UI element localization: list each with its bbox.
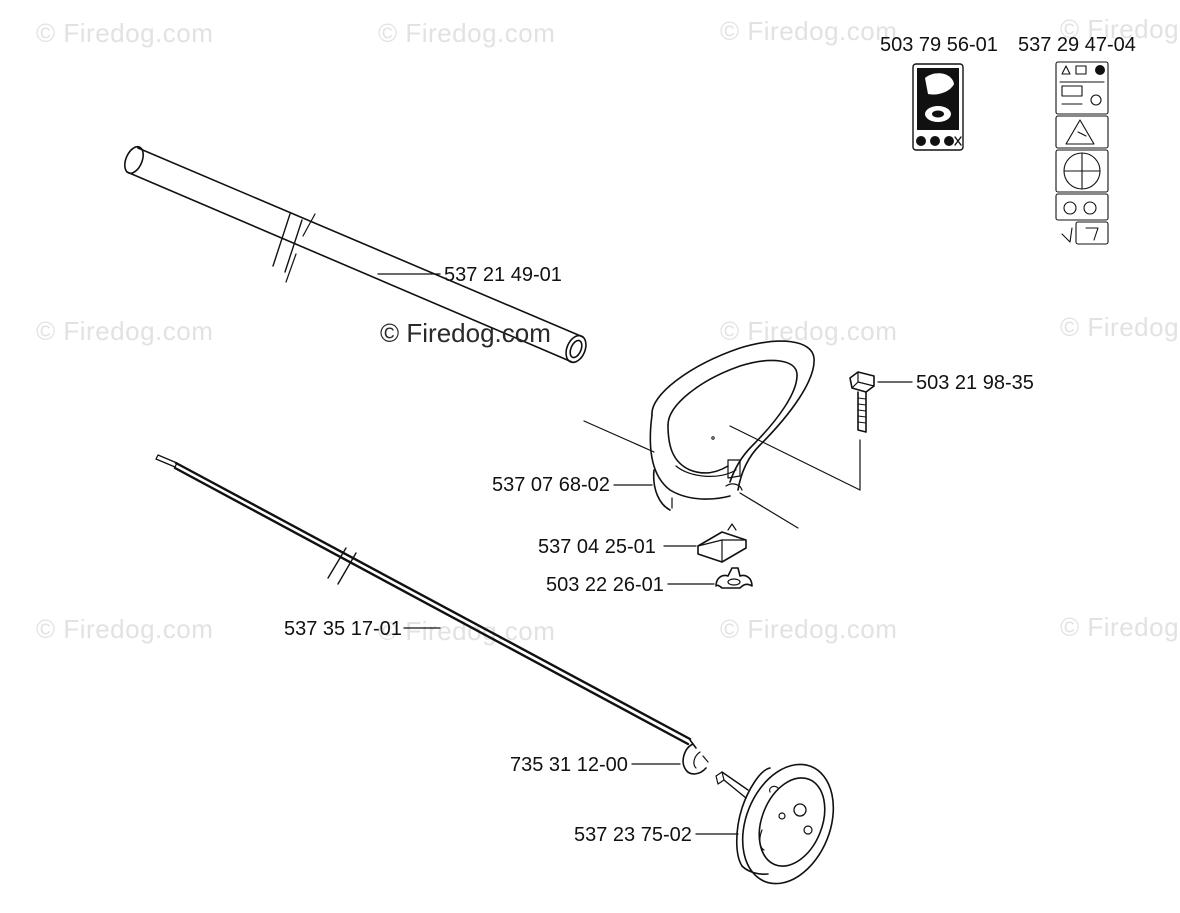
watermark: © Firedog.com (378, 18, 556, 48)
clutch-drum (715, 763, 835, 885)
decal-b-part-number[interactable]: 537 29 47-04 (1018, 34, 1136, 56)
part-number-drive-shaft[interactable]: 537 35 17-01 (284, 618, 402, 640)
watermark: © Firedog.com (1060, 14, 1180, 44)
part-number-clamp[interactable]: 537 04 25-01 (538, 536, 656, 558)
wing-nut (715, 567, 753, 589)
watermark: © Firedog.com (1060, 612, 1180, 642)
part-number-retaining-clip[interactable]: 735 31 12-00 (510, 754, 628, 776)
center-line (729, 425, 861, 491)
watermark: © Firedog.com (36, 316, 214, 346)
part-number-clutch-drum[interactable]: 537 23 75-02 (574, 824, 692, 846)
part-number-wing-nut[interactable]: 503 22 26-01 (546, 574, 664, 596)
watermark: © Firedog.com (720, 614, 898, 644)
watermark: © Firedog.com (1060, 312, 1180, 342)
decal-a-part-number[interactable]: 503 79 56-01 (880, 34, 998, 56)
watermark: © Firedog.com (36, 614, 214, 644)
part-number-handle[interactable]: 537 07 68-02 (492, 474, 610, 496)
decal-b-icon (1055, 61, 1109, 245)
clamp-plate (697, 523, 747, 563)
watermark: © Firedog.com (378, 616, 556, 646)
drive-shaft (155, 454, 692, 746)
watermark: © Firedog.com (36, 18, 214, 48)
part-number-shaft-tube[interactable]: 537 21 49-01 (444, 264, 562, 286)
center-line (739, 492, 799, 529)
watermark: © Firedog.com (720, 16, 898, 46)
shaft-tube (124, 145, 587, 364)
decal-a-icon (912, 63, 964, 151)
center-line (583, 420, 655, 453)
watermark: © Firedog.com (720, 316, 898, 346)
retaining-clip (682, 739, 709, 775)
carriage-bolt (849, 371, 875, 433)
center-watermark: © Firedog.com (380, 318, 551, 348)
loop-handle (649, 340, 815, 511)
part-number-bolt[interactable]: 503 21 98-35 (916, 372, 1034, 394)
